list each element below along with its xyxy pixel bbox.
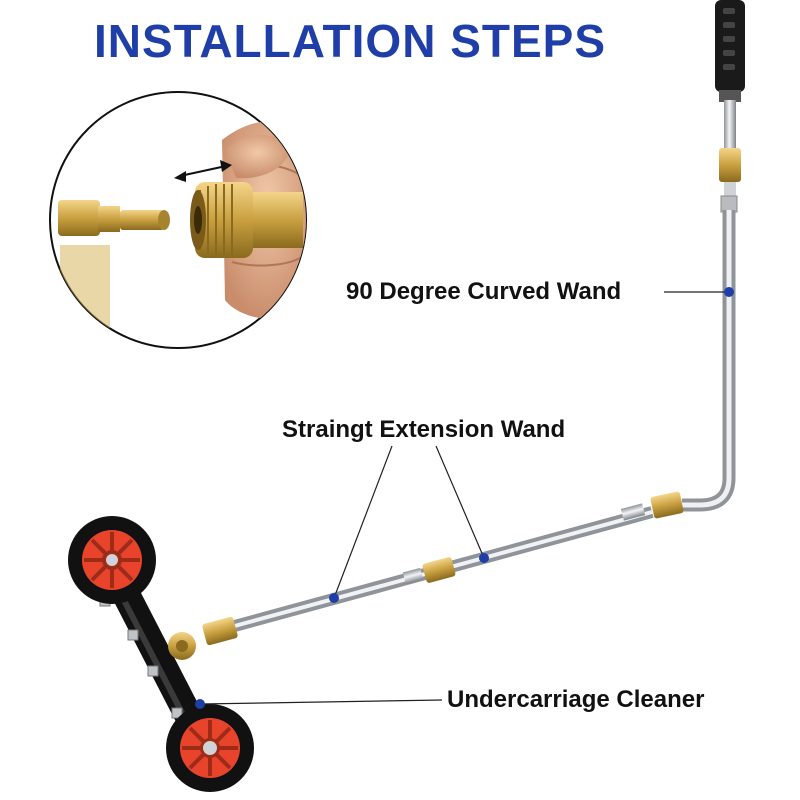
- top-wheel: [68, 516, 156, 604]
- marker-dots: [195, 287, 734, 709]
- bottom-wheel: [166, 704, 254, 792]
- label-straight-extension-wand: Straingt Extension Wand: [282, 416, 566, 443]
- undercarriage-marker: [195, 699, 205, 709]
- undercarriage-cleaner: [68, 516, 254, 792]
- label-curved-wand: 90 Degree Curved Wand: [346, 278, 622, 305]
- male-plug-hex: [58, 200, 100, 236]
- straight-wand-marker-left: [329, 593, 339, 603]
- double-arrow-icon: [174, 160, 232, 182]
- lower-coupler: [202, 616, 238, 646]
- curved-wand-marker: [724, 287, 734, 297]
- curved-wand-coupler: [650, 491, 684, 519]
- callout-lines: [199, 291, 729, 705]
- lance-tube: [724, 100, 736, 160]
- connector-zoom-inset: [49, 91, 307, 349]
- male-plug-nipple: [120, 210, 164, 230]
- spray-handle: [715, 0, 745, 102]
- middle-coupler: [422, 557, 456, 583]
- upper-quick-coupler: [719, 148, 741, 182]
- curved-wand: [682, 210, 736, 512]
- label-undercarriage-cleaner: Undercarriage Cleaner: [447, 686, 705, 713]
- straight-wand-marker-right: [479, 553, 489, 563]
- page-title: INSTALLATION STEPS: [93, 15, 607, 67]
